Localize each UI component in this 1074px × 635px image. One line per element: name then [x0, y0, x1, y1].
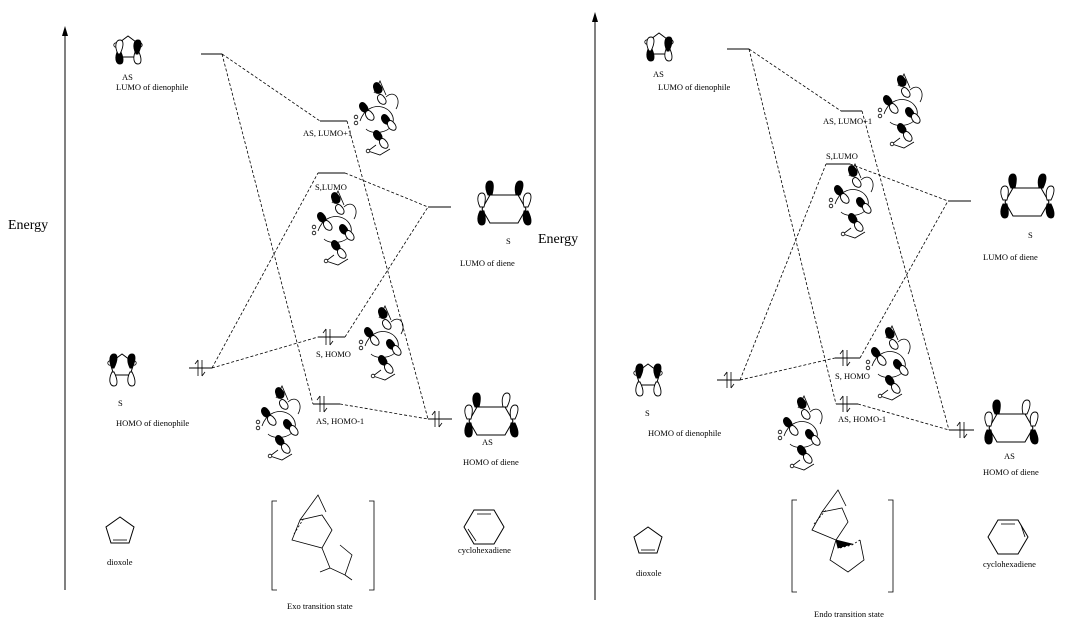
dienophile-lumo-symmetry-right: AS — [653, 69, 664, 79]
dioxole-label: dioxole — [107, 557, 133, 567]
diene-homo-orbital — [464, 392, 519, 438]
endo-correlation-lines — [739, 48, 950, 431]
ts-lumo-label: S,LUMO — [315, 182, 347, 192]
dioxole-structure — [105, 516, 135, 544]
diene-lumo-symmetry: S — [506, 236, 511, 246]
exo-panel: Energy AS LUMO of dienophile S HOMO of d… — [8, 26, 532, 611]
dienophile-homo-symmetry-right: S — [645, 408, 650, 418]
ts-homo-label-right: S, HOMO — [835, 371, 870, 381]
dienophile-homo-label-right: HOMO of dienophile — [648, 428, 721, 438]
dienophile-homo-label: HOMO of dienophile — [116, 418, 189, 428]
dienophile-lumo-orbital — [113, 35, 143, 65]
ts-lumo-label-right: S,LUMO — [826, 151, 858, 161]
ts-lumo-orbital-right — [828, 163, 874, 239]
ts-homo1-orbital-right — [777, 395, 823, 471]
energy-axis-label: Energy — [8, 218, 48, 233]
diene-homo-label-right: HOMO of diene — [983, 467, 1039, 477]
endo-ts-title: Endo transition state — [814, 609, 884, 619]
ts-homo-orbital — [358, 305, 404, 381]
ts-homo-label: S, HOMO — [316, 349, 351, 359]
dienophile-homo-orbital-right — [633, 363, 663, 397]
diene-homo-symmetry-right: AS — [1004, 451, 1015, 461]
cyclohexadiene-structure-right — [987, 519, 1029, 555]
dienophile-lumo-symmetry: AS — [122, 72, 133, 82]
exo-ts-structure — [271, 494, 375, 591]
diene-lumo-symmetry-right: S — [1028, 230, 1033, 240]
cyclohexadiene-label: cyclohexadiene — [458, 545, 511, 555]
ts-homo1-orbital — [255, 385, 301, 461]
ts-lumo1-label-right: AS, LUMO+1 — [823, 116, 872, 126]
dienophile-lumo-label: LUMO of dienophile — [116, 82, 188, 92]
dioxole-structure-right — [633, 526, 663, 554]
dienophile-homo-symmetry: S — [118, 398, 123, 408]
diene-lumo-label: LUMO of diene — [460, 258, 515, 268]
dienophile-lumo-label-right: LUMO of dienophile — [658, 82, 730, 92]
ts-homo1-label: AS, HOMO-1 — [316, 416, 364, 426]
dienophile-lumo-orbital-right — [644, 32, 674, 62]
energy-axis-right-label: Energy — [538, 232, 578, 247]
endo-panel: Energy AS LUMO of dienophile S HOMO of d… — [538, 12, 1055, 619]
diene-lumo-label-right: LUMO of diene — [983, 252, 1038, 262]
ts-lumo1-orbital-right — [877, 73, 923, 149]
endo-ts-structure — [791, 489, 894, 593]
diene-lumo-orbital-right — [1000, 173, 1055, 219]
exo-ts-title: Exo transition state — [287, 601, 353, 611]
cyclohexadiene-label-right: cyclohexadiene — [983, 559, 1036, 569]
energy-axis-arrowhead — [62, 26, 68, 36]
diene-homo-orbital-right — [984, 399, 1039, 445]
cyclohexadiene-structure — [463, 509, 505, 545]
diene-lumo-orbital — [477, 180, 532, 226]
diene-homo-symmetry: AS — [482, 437, 493, 447]
ts-lumo-orbital — [311, 190, 357, 266]
ts-homo1-label-right: AS, HOMO-1 — [838, 414, 886, 424]
dienophile-homo-orbital — [107, 353, 137, 387]
ts-homo-orbital-right — [865, 325, 911, 401]
ts-lumo1-label: AS, LUMO+1 — [303, 128, 352, 138]
ts-lumo1-orbital — [353, 80, 399, 156]
exo-correlation-lines — [211, 53, 429, 420]
diene-homo-label: HOMO of diene — [463, 457, 519, 467]
energy-axis-right-arrowhead — [592, 12, 598, 22]
dioxole-label-right: dioxole — [636, 568, 662, 578]
